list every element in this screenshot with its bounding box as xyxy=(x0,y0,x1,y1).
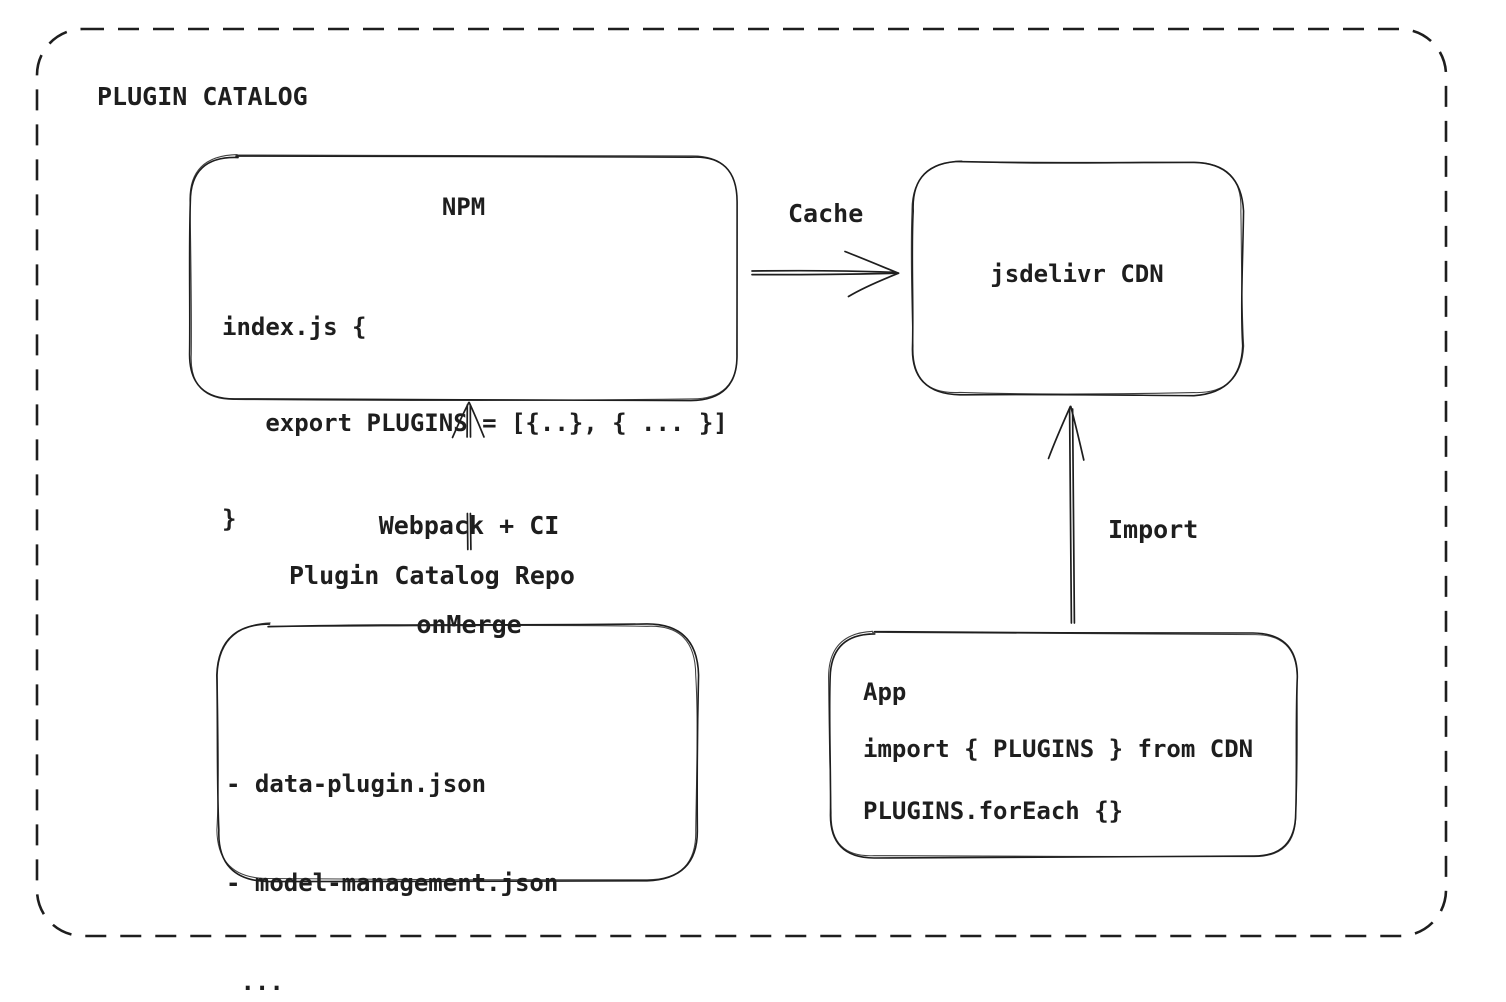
repo-file-item: ... xyxy=(226,968,284,996)
repo-file-list: - data-plugin.json - model-management.js… xyxy=(226,702,558,1002)
app-code-line: PLUGINS.forEach {} xyxy=(863,797,1124,825)
app-box xyxy=(828,630,1299,859)
import-arrow-label: Import xyxy=(1108,515,1199,544)
npm-box-title: NPM xyxy=(441,193,486,221)
cdn-box-title: jsdelivr CDN xyxy=(990,260,1164,288)
npm-code-line: } xyxy=(222,505,237,533)
webpack-ci-label-line: onMerge xyxy=(416,610,522,639)
repo-file-item: - model-management.json xyxy=(226,869,559,897)
import-arrow xyxy=(1047,405,1085,624)
catalog-title: PLUGIN CATALOG xyxy=(97,82,308,111)
npm-code-block: index.js { export PLUGINS = [{..}, { ...… xyxy=(222,247,728,599)
repo-box xyxy=(216,622,700,883)
repo-box-label: Plugin Catalog Repo xyxy=(289,561,575,590)
catalog-dashed-boundary xyxy=(35,27,1448,938)
app-code-line: import { PLUGINS } from CDN xyxy=(863,735,1254,763)
webpack-ci-arrow xyxy=(451,401,485,551)
webpack-ci-label-line: Webpack + CI xyxy=(378,511,560,540)
npm-code-line: index.js { xyxy=(222,313,367,341)
repo-file-item: - data-plugin.json xyxy=(226,770,487,798)
cache-arrow-label: Cache xyxy=(788,199,864,228)
webpack-ci-arrow-label: Webpack + CI onMerge xyxy=(319,443,619,707)
cdn-box xyxy=(910,160,1245,397)
cache-arrow xyxy=(751,250,900,298)
npm-box xyxy=(188,154,738,402)
app-box-title: App xyxy=(863,678,907,706)
npm-code-line: export PLUGINS = [{..}, { ... }] xyxy=(222,409,728,437)
